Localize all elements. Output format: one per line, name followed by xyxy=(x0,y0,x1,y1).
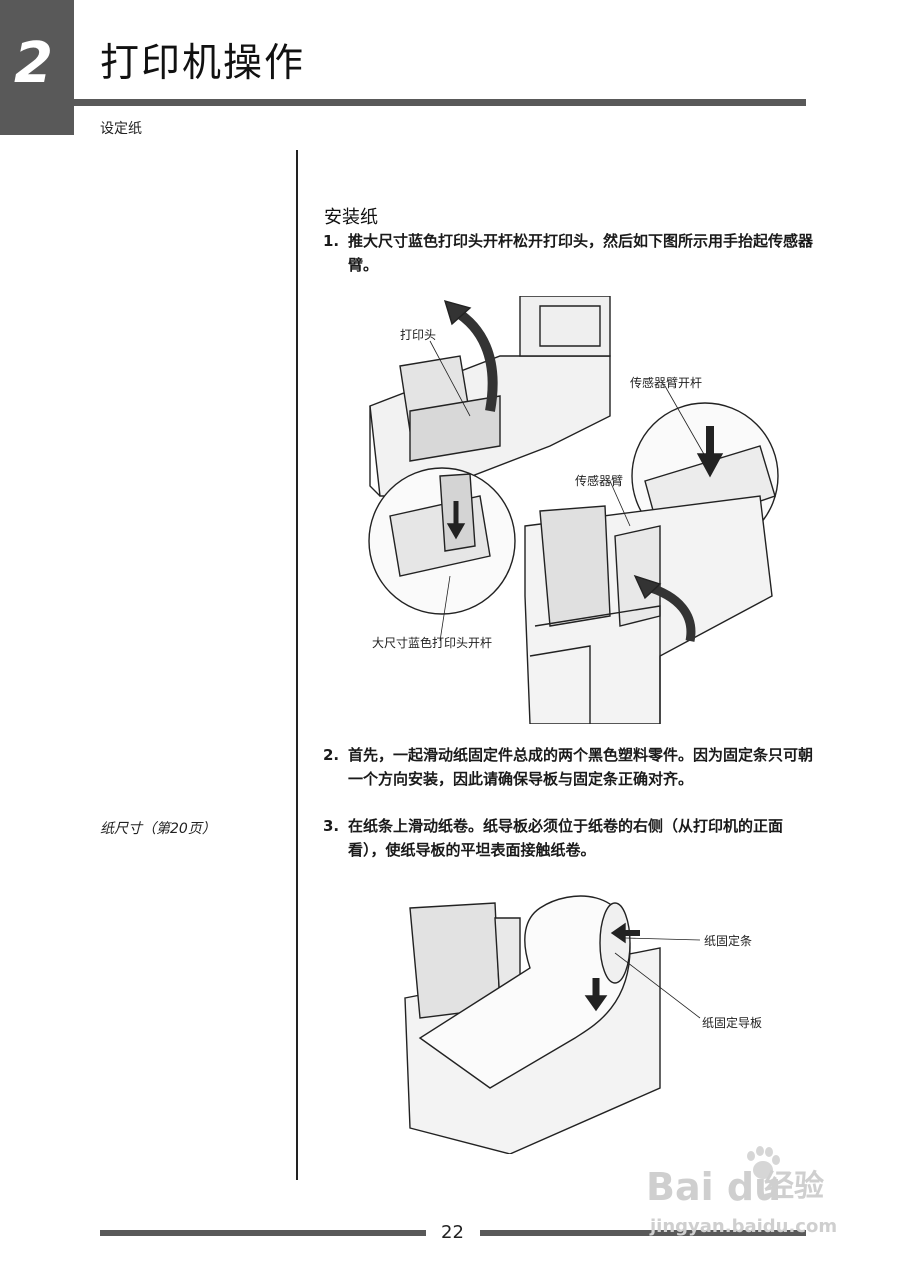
side-reference-note: 纸尺寸（第20页） xyxy=(100,821,216,837)
watermark-cn: 经验 xyxy=(764,1169,824,1204)
label-sensor-arm-lever: 传感器臂开杆 xyxy=(630,376,703,390)
label-paper-holder-bar: 纸固定条 xyxy=(704,934,753,948)
step-number: 1. xyxy=(323,232,340,250)
step-text: 推大尺寸蓝色打印头开杆松开打印头，然后如下图所示用手抬起传感器臂。 xyxy=(348,232,814,274)
label-print-head: 打印头 xyxy=(400,328,437,342)
header-divider xyxy=(74,99,806,106)
step-2: 2. 首先，一起滑动纸固定件总成的两个黑色塑料零件。因为固定条只可朝一个方向安装… xyxy=(323,743,813,791)
watermark-brand: Bai du xyxy=(646,1165,782,1209)
watermark-url: jingyan.baidu.com xyxy=(650,1216,838,1237)
page-number: 22 xyxy=(441,1222,464,1243)
label-head-release-lever: 大尺寸蓝色打印头开杆 xyxy=(372,636,493,650)
chapter-number: 2 xyxy=(14,31,53,96)
footer-rule-left xyxy=(100,1230,426,1236)
step-3: 3. 在纸条上滑动纸卷。纸导板必须位于纸卷的右侧（从打印机的正面看），使纸导板的… xyxy=(323,814,813,862)
footer-rule-right xyxy=(480,1230,806,1236)
step-number: 3. xyxy=(323,817,340,835)
chapter-badge: 2 xyxy=(0,0,74,135)
label-sensor-arm: 传感器臂 xyxy=(575,474,624,488)
column-divider xyxy=(296,150,298,1180)
paw-logo-icon xyxy=(747,1146,780,1179)
section-subtitle: 安装纸 xyxy=(324,207,378,228)
step-number: 2. xyxy=(323,746,340,764)
step-text: 在纸条上滑动纸卷。纸导板必须位于纸卷的右侧（从打印机的正面看），使纸导板的平坦表… xyxy=(348,817,784,859)
paper-roll-illustration xyxy=(404,895,701,1154)
page-title: 打印机操作 xyxy=(100,41,306,86)
step-text: 首先，一起滑动纸固定件总成的两个黑色塑料零件。因为固定条只可朝一个方向安装，因此… xyxy=(348,746,814,788)
step-1: 1. 推大尺寸蓝色打印头开杆松开打印头，然后如下图所示用手抬起传感器臂。 xyxy=(323,229,813,277)
printer-open-illustration xyxy=(368,296,779,724)
baidu-watermark: Bai du 经验 jingyan.baidu.com xyxy=(646,1146,856,1250)
label-paper-holder-guide: 纸固定导板 xyxy=(702,1016,763,1030)
section-label: 设定纸 xyxy=(100,121,142,137)
